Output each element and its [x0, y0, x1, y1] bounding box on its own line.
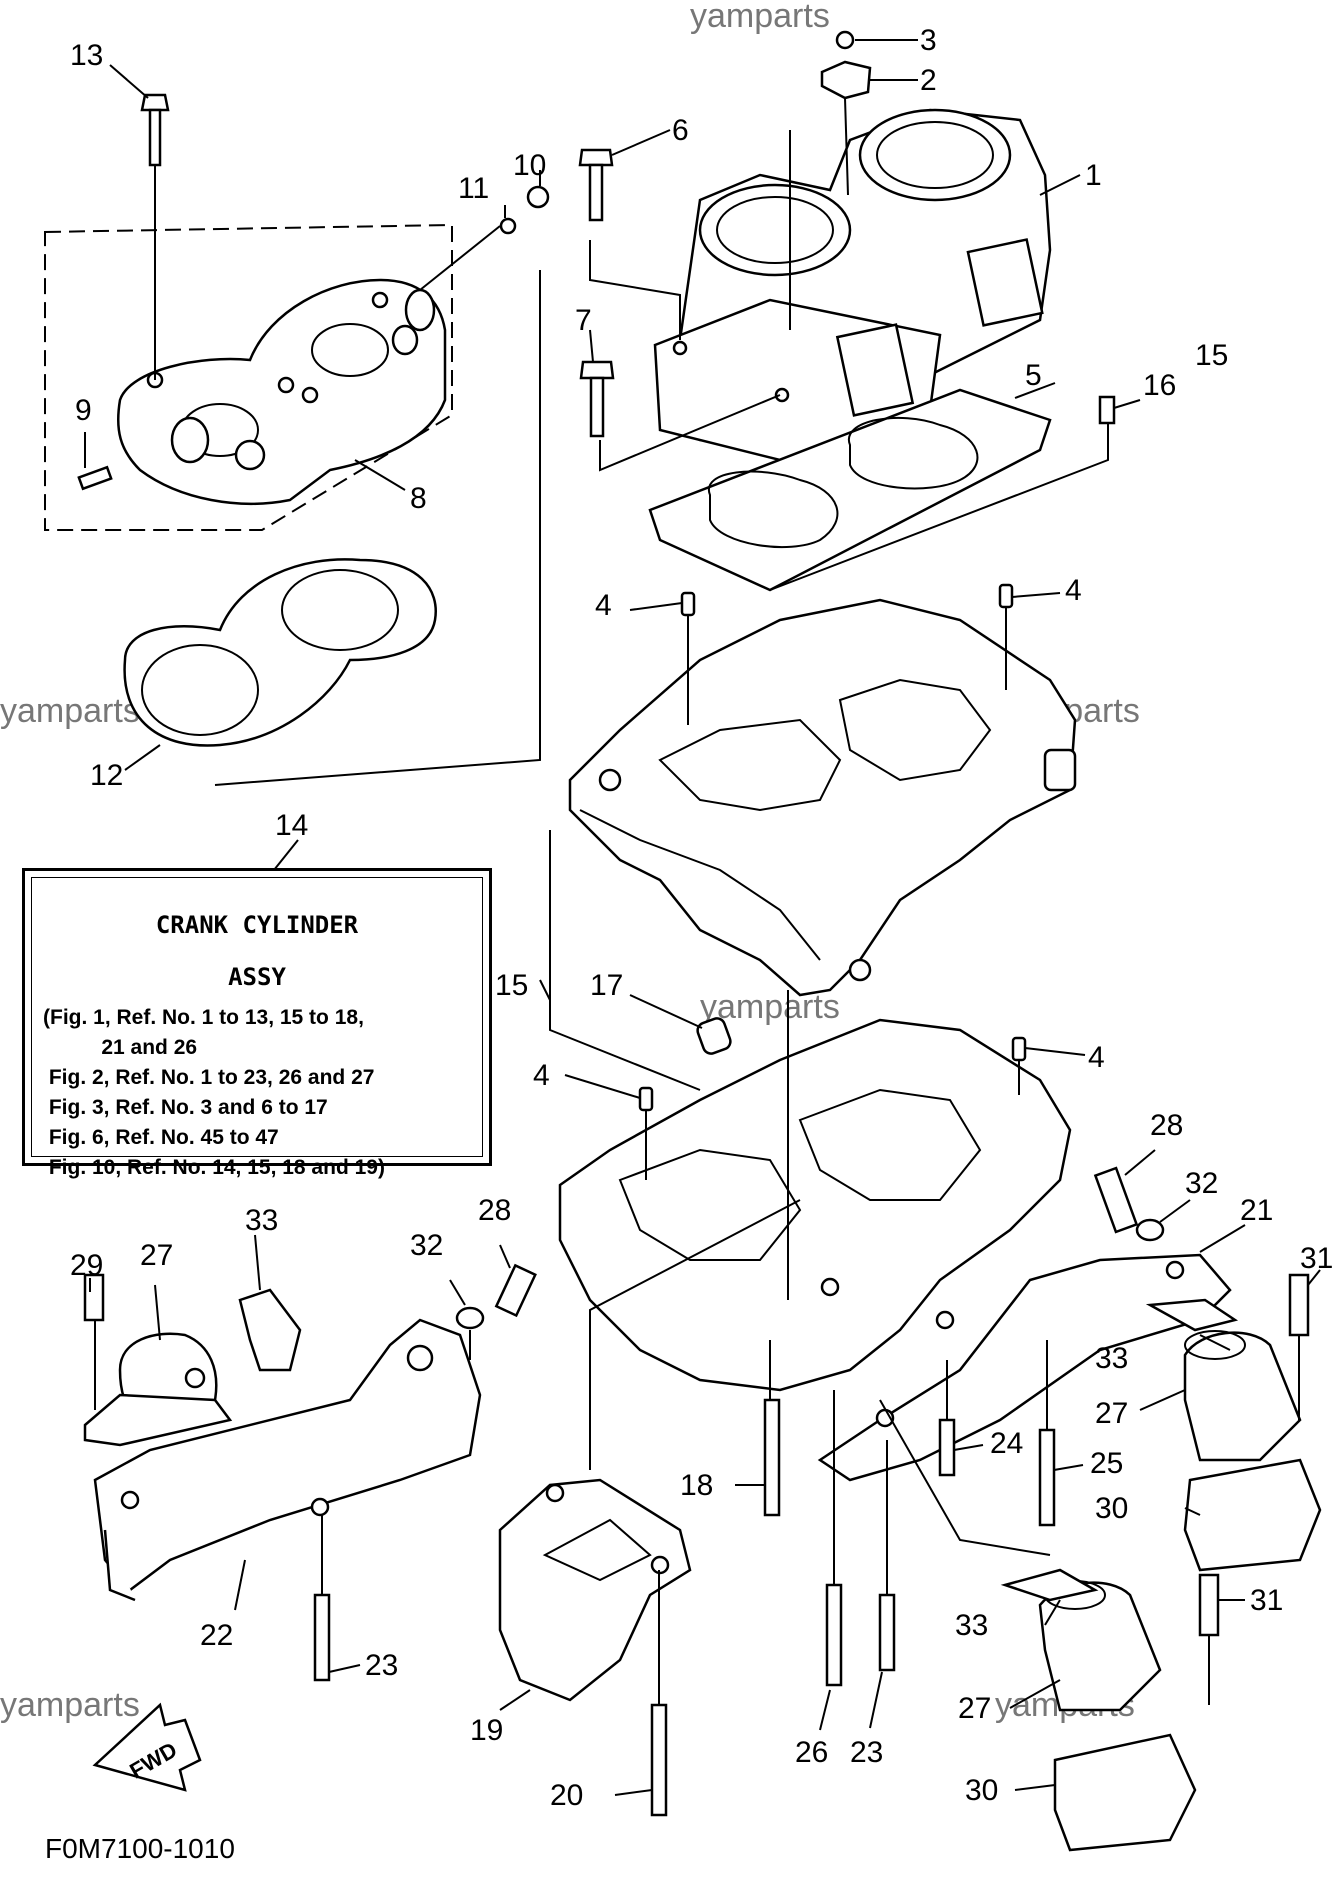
callout-17: 17	[590, 969, 623, 1002]
callout-32-right: 32	[1185, 1167, 1218, 1200]
callout-3: 3	[920, 24, 937, 57]
reference-line: (Fig. 1, Ref. No. 1 to 13, 15 to 18,	[43, 1006, 364, 1029]
callout-9: 9	[75, 394, 92, 427]
callout-4-d: 4	[533, 1059, 550, 1092]
watermark-top: yamparts	[690, 0, 830, 35]
callout-12: 12	[90, 759, 123, 792]
watermark-middle: yamparts	[700, 988, 840, 1026]
assembly-info-box: CRANK CYLINDER ASSY (Fig. 1, Ref. No. 1 …	[22, 868, 492, 1179]
fwd-arrow: FWD	[92, 1702, 202, 1792]
diagram-code: F0M7100-1010	[45, 1833, 235, 1864]
reference-line: Fig. 3, Ref. No. 3 and 6 to 17	[43, 1096, 328, 1119]
callout-27-left: 27	[140, 1239, 173, 1272]
cylinder-gasket	[648, 388, 1052, 592]
lower-crankcase	[558, 1018, 1072, 1392]
info-box-references: (Fig. 1, Ref. No. 1 to 13, 15 to 18, 21 …	[43, 1003, 479, 1183]
callout-4-c: 4	[1088, 1041, 1105, 1074]
callout-18: 18	[680, 1469, 713, 1502]
rubber-joint-lower	[1038, 1580, 1162, 1712]
callout-30-top: 30	[1095, 1492, 1128, 1525]
callout-25: 25	[1090, 1447, 1123, 1480]
callout-33-right: 33	[1095, 1342, 1128, 1375]
bracket	[498, 1478, 692, 1702]
upper-crankcase	[568, 598, 1077, 997]
callout-30-bottom: 30	[965, 1774, 998, 1807]
cover-upper	[1183, 1458, 1322, 1572]
callout-6: 6	[672, 114, 689, 147]
callout-24: 24	[990, 1427, 1023, 1460]
callout-33-left: 33	[245, 1204, 278, 1237]
callout-16: 16	[1143, 369, 1176, 402]
info-box-title: CRANK CYLINDER	[155, 911, 359, 939]
head-assy-boundary	[44, 223, 453, 531]
callout-1: 1	[1085, 159, 1102, 192]
info-box-subtitle: ASSY	[228, 963, 286, 991]
callouts: 3 2 1 6 13 10 11 7 5 16 15 9 8 4 4 12 14…	[70, 24, 1333, 1812]
callout-28-left: 28	[478, 1194, 511, 1227]
callout-31-bottom: 31	[1250, 1584, 1283, 1617]
callout-32-left: 32	[410, 1229, 443, 1262]
callout-19: 19	[470, 1714, 503, 1747]
callout-13: 13	[70, 39, 103, 72]
guide-lines	[94, 130, 1300, 1705]
callout-15-mid: 15	[495, 969, 528, 1002]
reference-line: 21 and 26	[43, 1036, 198, 1059]
clip-and-screw	[820, 30, 915, 196]
callout-21: 21	[1240, 1194, 1273, 1227]
watermark-left: yamparts	[0, 692, 140, 730]
callout-14: 14	[275, 809, 308, 842]
callout-23-left: 23	[365, 1649, 398, 1682]
callout-15-top: 15	[1195, 339, 1228, 372]
reference-line: Fig. 10, Ref. No. 14, 15, 18 and 19)	[43, 1156, 385, 1179]
callout-28-right: 28	[1150, 1109, 1183, 1142]
callout-22: 22	[200, 1619, 233, 1652]
callout-27-bottom: 27	[958, 1692, 991, 1725]
leader-lines	[84, 39, 1321, 1796]
callout-11: 11	[458, 172, 489, 205]
callout-26: 26	[795, 1736, 828, 1769]
engine-mount-left	[83, 1318, 482, 1602]
callout-5: 5	[1025, 359, 1042, 392]
callout-27-right: 27	[1095, 1397, 1128, 1430]
callout-20: 20	[550, 1779, 583, 1812]
callout-29: 29	[70, 1249, 103, 1282]
callout-4-b: 4	[1065, 574, 1082, 607]
cylinder-head	[116, 278, 447, 505]
info-box-inner-border	[31, 877, 483, 1157]
watermark-bottom-left: yamparts	[0, 1686, 140, 1724]
reference-line: Fig. 2, Ref. No. 1 to 23, 26 and 27	[43, 1066, 375, 1089]
callout-7: 7	[575, 304, 592, 337]
callout-2: 2	[920, 64, 937, 97]
callout-10: 10	[513, 149, 546, 182]
cover-lower	[1053, 1733, 1197, 1852]
callout-23-right: 23	[850, 1736, 883, 1769]
head-gasket	[123, 558, 437, 747]
callout-8: 8	[410, 482, 427, 515]
bolts	[77, 93, 1310, 1817]
callout-4-a: 4	[595, 589, 612, 622]
callout-33-bottom: 33	[955, 1609, 988, 1642]
reference-line: Fig. 6, Ref. No. 45 to 47	[43, 1126, 279, 1149]
callout-31-top: 31	[1300, 1242, 1333, 1275]
rubber-joint-upper	[1183, 1330, 1302, 1462]
